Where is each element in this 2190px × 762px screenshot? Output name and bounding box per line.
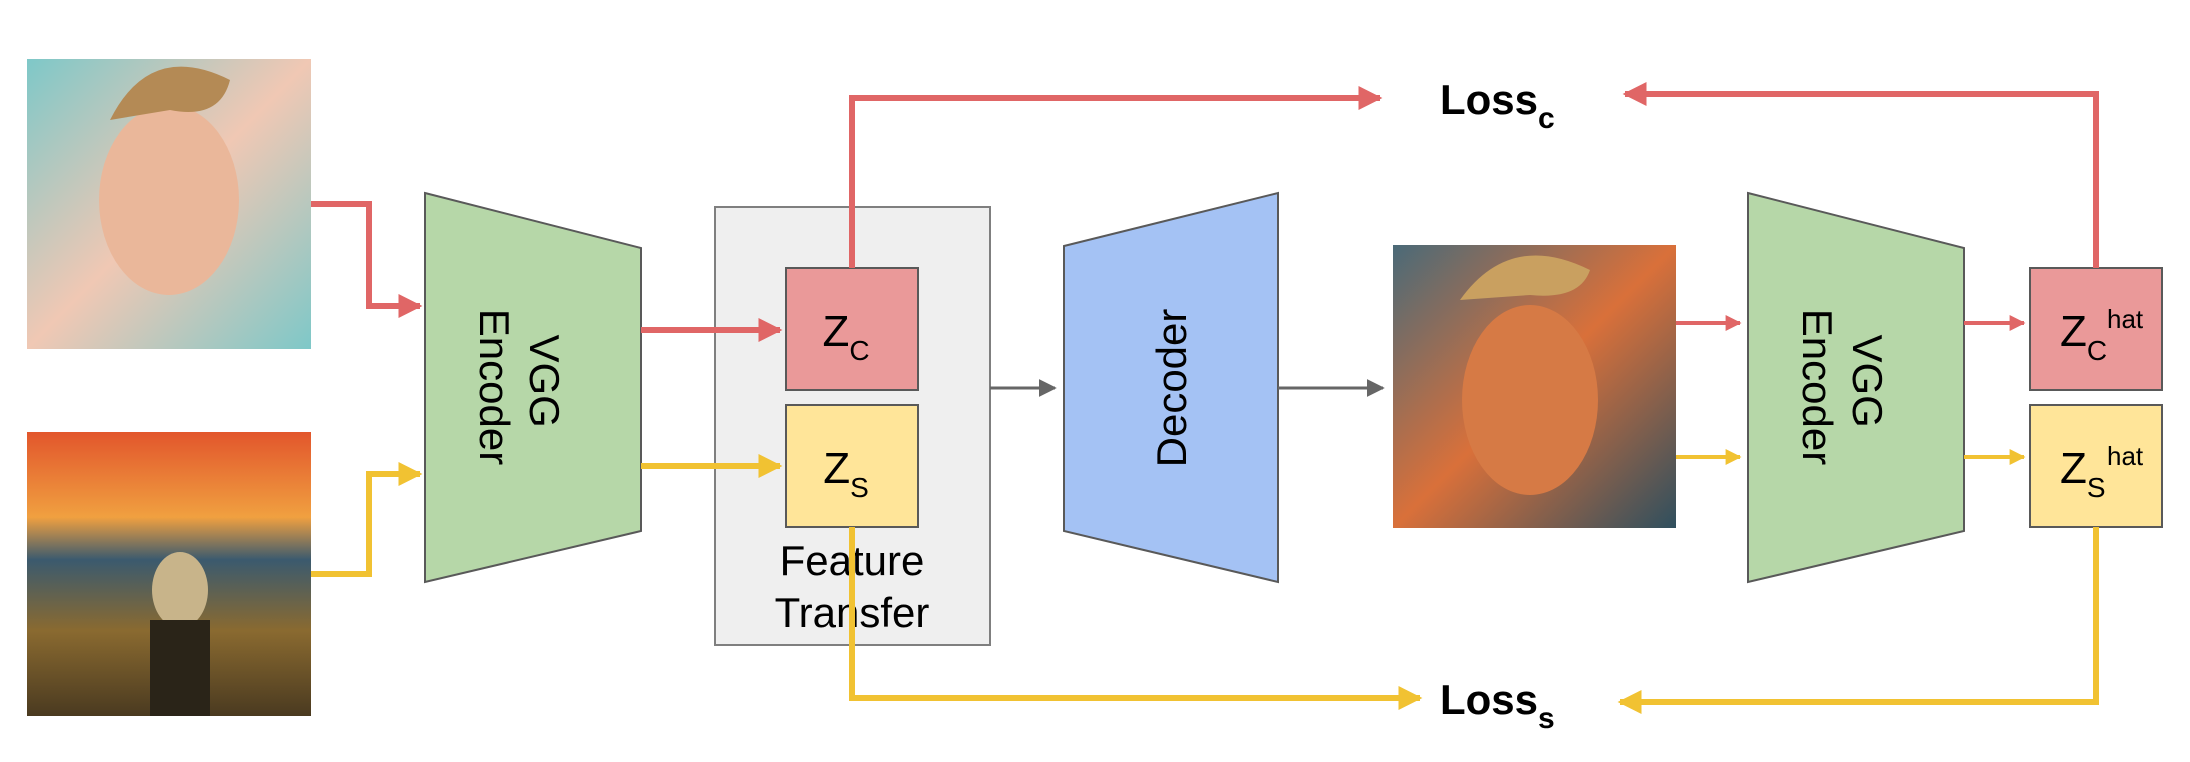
- encoder2-line1: VGG: [1844, 334, 1891, 427]
- zs-hat-to-loss-s-arrow: [1617, 527, 2099, 714]
- zc-to-loss-c-arrow: [849, 86, 1383, 268]
- encoder1-line2: Encoder: [471, 309, 518, 465]
- svg-text:ZC: ZC: [822, 307, 869, 366]
- svg-text:VGG Encoder: VGG Encoder: [471, 309, 568, 465]
- decoder: Decoder: [1063, 191, 1279, 584]
- zc-hat-main: Z: [2060, 307, 2087, 356]
- svg-text:VGG Encoder: VGG Encoder: [1794, 309, 1891, 465]
- content-input-arrow: [311, 201, 423, 318]
- zs-to-loss-s-arrow: [849, 527, 1423, 710]
- encoder2-line2: Encoder: [1794, 309, 1841, 465]
- zs-hat-sub: S: [2087, 472, 2106, 503]
- loss-s-sub: s: [1538, 702, 1555, 735]
- zs-box: ZS: [785, 404, 919, 528]
- encoder1-line1: VGG: [521, 334, 568, 427]
- svg-text:ZS: ZS: [2060, 444, 2106, 503]
- loss-s-label: Losss: [1440, 676, 1555, 735]
- zc-main: Z: [822, 307, 849, 356]
- vgg-encoder-2: VGG Encoder: [1747, 191, 1965, 584]
- loss-s-main: Loss: [1440, 676, 1538, 723]
- svg-text:ZS: ZS: [823, 444, 869, 503]
- zc-hat-box: ZC hat: [2029, 267, 2163, 391]
- stylized-output-image: [1393, 245, 1676, 528]
- zc-hat-sub: C: [2087, 335, 2107, 366]
- zs-main: Z: [823, 444, 850, 493]
- loss-c-label: Lossc: [1440, 76, 1555, 135]
- zs-hat-main: Z: [2060, 444, 2087, 493]
- zs-sub: S: [850, 472, 869, 503]
- zs-hat-box: ZS hat: [2029, 404, 2163, 528]
- svg-text:ZC: ZC: [2060, 307, 2107, 366]
- zc-hat-to-loss-c-arrow: [1622, 82, 2099, 268]
- style-input-arrow: [311, 462, 423, 577]
- loss-c-main: Loss: [1440, 76, 1538, 123]
- loss-c-sub: c: [1538, 102, 1555, 135]
- decoder-label: Decoder: [1148, 309, 1195, 468]
- vgg-encoder-1: VGG Encoder: [424, 191, 642, 584]
- content-image: [27, 59, 311, 349]
- zc-box: ZC: [785, 267, 919, 391]
- zc-sub: C: [849, 335, 869, 366]
- zs-hat-sup: hat: [2107, 441, 2144, 471]
- zc-hat-sup: hat: [2107, 304, 2144, 334]
- style-image: [27, 432, 311, 716]
